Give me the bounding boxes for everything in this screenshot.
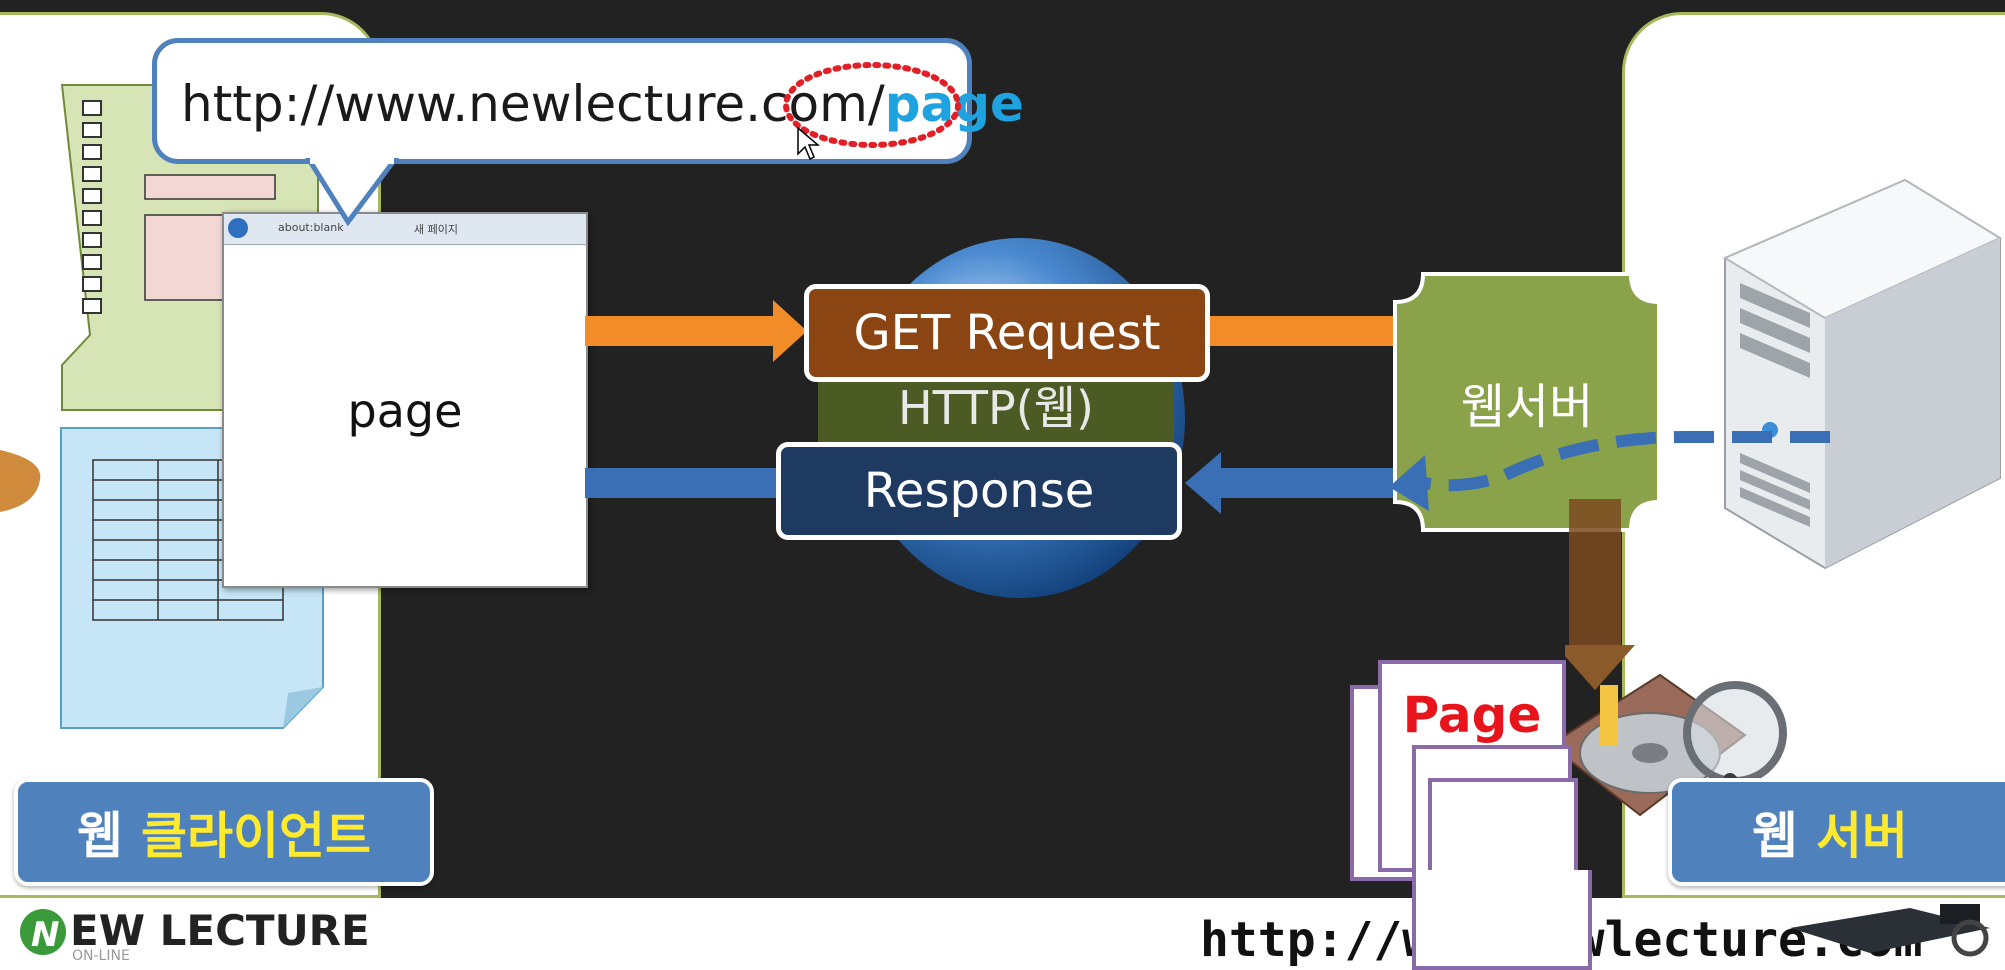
- callout-tail-icon: [305, 158, 400, 227]
- page-doc-sheet-4: [1412, 870, 1592, 970]
- browser-tab-2[interactable]: 새 페이지: [414, 223, 458, 236]
- browser-toolbar: about:blank 새 페이지: [224, 214, 586, 245]
- web-server-label-prefix: 웹: [1752, 807, 1798, 865]
- footer-logo-sub: ON-LINE: [72, 948, 130, 964]
- web-client-label: 웹 클라이언트: [14, 778, 434, 886]
- computer-desk-icon: [1790, 904, 1990, 957]
- url-page: page: [884, 75, 1024, 133]
- url-prefix: http://www.newlecture.com/: [181, 75, 885, 133]
- web-client-label-highlight: 클라이언트: [141, 807, 371, 865]
- browser-page-content: page: [347, 384, 463, 438]
- fetch-arrow: [1565, 499, 1635, 690]
- footer-logo-text: EW LECTURE: [70, 906, 370, 955]
- highlight-ellipse-icon: [783, 62, 961, 148]
- web-server-label-highlight: 서버: [1816, 807, 1908, 865]
- browser-tab-1[interactable]: about:blank: [278, 221, 344, 234]
- svg-text:N: N: [31, 915, 59, 955]
- http-protocol-label: HTTP(웹): [818, 366, 1174, 444]
- page-doc-label: Page: [1402, 686, 1542, 744]
- web-server-badge-label: 웹서버: [1460, 379, 1594, 435]
- get-request-label: GET Request: [804, 284, 1210, 382]
- url-callout: http://www.newlecture.com/page: [152, 38, 1024, 164]
- url-text: http://www.newlecture.com/page: [181, 75, 1024, 133]
- back-icon[interactable]: [228, 218, 248, 238]
- web-client-label-prefix: 웹: [77, 807, 123, 865]
- response-label: Response: [776, 442, 1182, 540]
- web-server-label: 웹 서버: [1668, 778, 2005, 886]
- browser-window: about:blank 새 페이지 page: [222, 212, 588, 588]
- web-server-badge-icon: [1393, 272, 1661, 532]
- partial-shape-icon: [0, 450, 41, 512]
- dashed-response-path: [1389, 431, 1830, 511]
- footer-bar: [0, 898, 2005, 970]
- server-tower-icon: [1722, 178, 2003, 570]
- newlecture-logo-icon: N: [20, 909, 66, 955]
- mouse-cursor-icon: [797, 126, 820, 161]
